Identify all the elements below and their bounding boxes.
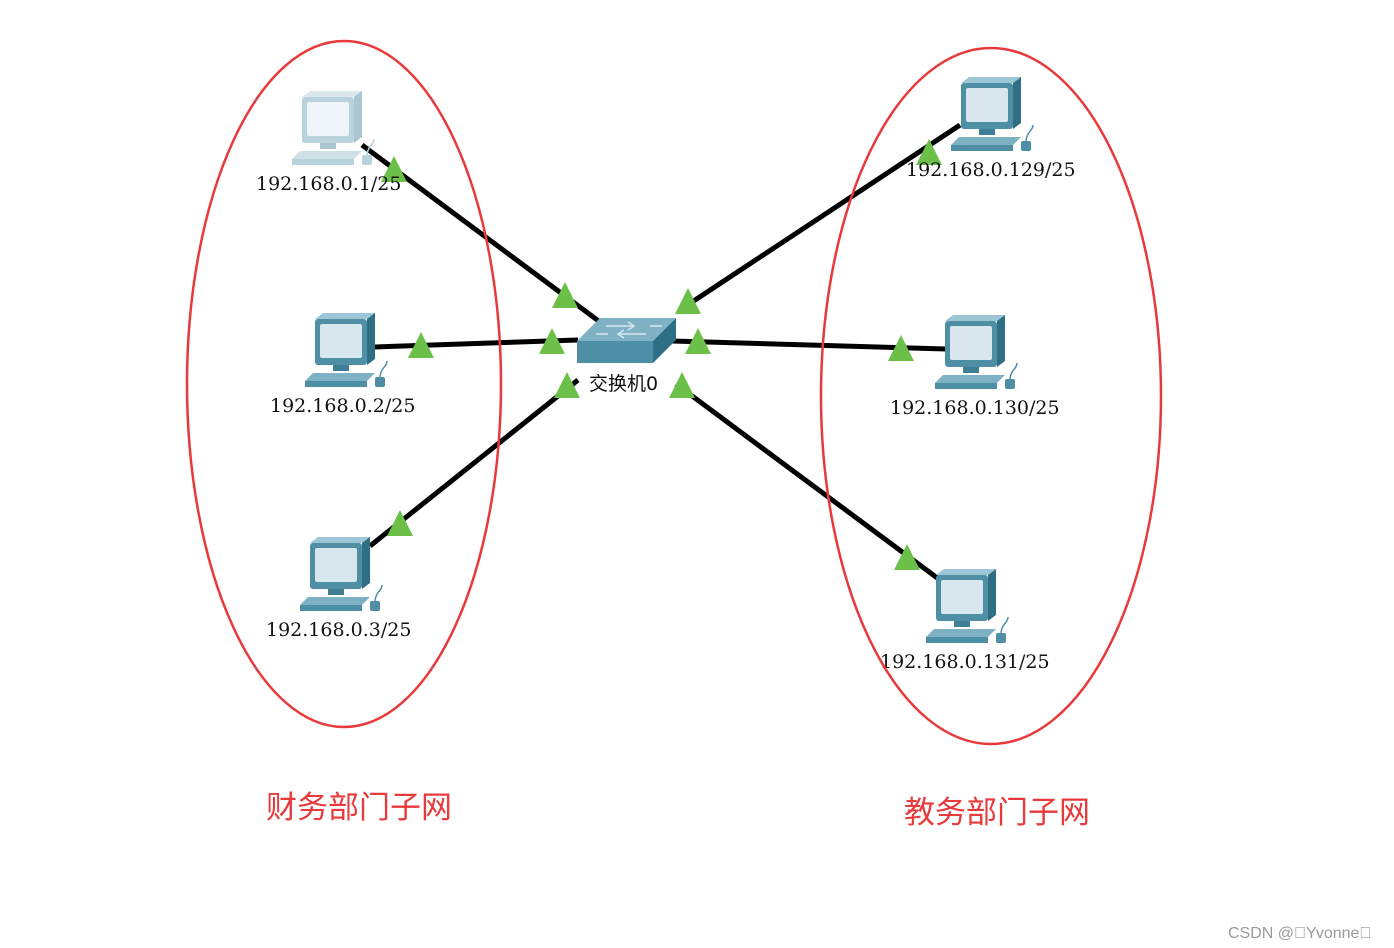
pc-node-1[interactable]: [291, 90, 375, 166]
link-status-indicator: [408, 332, 434, 358]
finance-subnet-label: 财务部门子网: [266, 790, 452, 826]
finance-subnet-outline: [185, 39, 503, 729]
teaching-subnet-outline: [819, 46, 1163, 746]
link-status-indicator: [554, 372, 580, 398]
link-status-indicator: [539, 328, 565, 354]
link-pc4-switch[interactable]: [678, 122, 962, 313]
link-status-indicator: [916, 139, 942, 165]
pc-ip-label: 192.168.0.129/25: [906, 159, 1076, 181]
link-status-indicator: [381, 156, 407, 182]
link-status-indicator: [888, 335, 914, 361]
watermark: CSDN @ Yvonne : [1228, 925, 1371, 942]
pc-ip-label: 192.168.0.3/25: [266, 619, 411, 641]
pc-icon: [304, 312, 388, 388]
pc-node-2[interactable]: [304, 312, 388, 388]
link-pc3-switch[interactable]: [368, 378, 580, 548]
link-status-indicator: [675, 288, 701, 314]
teaching-subnet-label: 教务部门子网: [904, 795, 1090, 831]
pc-icon: [950, 76, 1034, 152]
switch-label: 交换机0: [589, 373, 658, 395]
link-status-indicator: [552, 282, 578, 308]
pc-icon: [925, 568, 1009, 644]
link-status-indicator: [387, 510, 413, 536]
pc-node-4[interactable]: [950, 76, 1034, 152]
link-status-indicator: [669, 372, 695, 398]
pc-ip-label: 192.168.0.130/25: [890, 397, 1060, 419]
pc-icon: [291, 90, 375, 166]
pc-ip-label: 192.168.0.2/25: [270, 395, 415, 417]
pc-node-6[interactable]: [925, 568, 1009, 644]
link-status-indicator: [894, 544, 920, 570]
switch-0[interactable]: 交换机0: [577, 318, 676, 395]
link-pc2-switch[interactable]: [374, 337, 579, 350]
pc-node-5[interactable]: [934, 314, 1018, 390]
link-pc6-switch[interactable]: [674, 381, 942, 583]
pc-icon: [299, 536, 383, 612]
link-status-layer: [381, 139, 942, 570]
pc-icon: [934, 314, 1018, 390]
pc-node-3[interactable]: [299, 536, 383, 612]
switch-icon: [577, 318, 676, 363]
pc-ip-label: 192.168.0.131/25: [880, 651, 1050, 673]
link-status-indicator: [685, 328, 711, 354]
pc-ip-label: 192.168.0.1/25: [256, 173, 401, 195]
